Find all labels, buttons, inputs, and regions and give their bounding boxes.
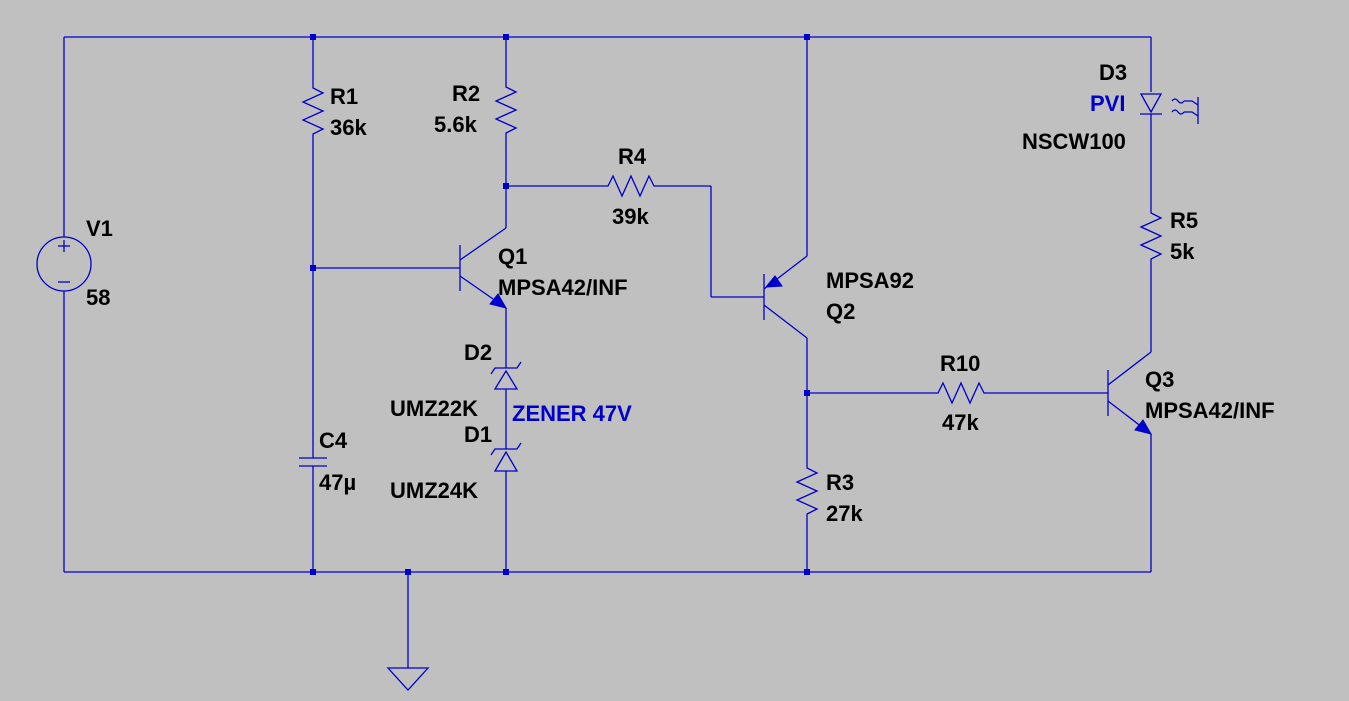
voltage-source-v1[interactable]: V1 58 — [36, 216, 113, 310]
npn-transistor-icon — [459, 227, 508, 309]
zener-diode-icon — [490, 361, 522, 390]
zener-diode-d1[interactable]: D1 UMZ24K — [390, 422, 522, 503]
r10-name-label: R10 — [940, 351, 980, 376]
r10-value-label: 47k — [942, 410, 979, 435]
resistor-r3[interactable]: R3 27k — [795, 462, 863, 528]
junction-node — [503, 34, 509, 40]
zener-annotation: ZENER 47V — [512, 401, 632, 426]
v1-value-label: 58 — [86, 285, 110, 310]
junction-node — [804, 569, 810, 575]
c4-name-label: C4 — [319, 428, 348, 453]
junction-node — [405, 569, 411, 575]
resistor-icon — [301, 83, 325, 140]
r4-name-label: R4 — [618, 144, 647, 169]
d3-instance-label: PVI — [1090, 91, 1125, 116]
r1-value-label: 36k — [330, 115, 367, 140]
resistor-icon — [1139, 208, 1163, 268]
r2-name-label: R2 — [452, 81, 480, 106]
resistor-icon — [928, 381, 1000, 405]
wires — [63, 36, 1152, 668]
pnp-transistor-icon — [763, 255, 808, 339]
d3-value-label: NSCW100 — [1022, 129, 1126, 154]
d1-name-label: D1 — [464, 422, 492, 447]
junction-node — [310, 569, 316, 575]
r1-name-label: R1 — [330, 84, 358, 109]
zener-diode-icon — [490, 442, 522, 472]
junction-node — [310, 265, 316, 271]
v1-name-label: V1 — [86, 216, 113, 241]
q2-name-label: Q2 — [826, 299, 855, 324]
resistor-r5[interactable]: R5 5k — [1139, 208, 1198, 268]
transistor-q1[interactable]: Q1 MPSA42/INF — [459, 227, 628, 309]
d1-value-label: UMZ24K — [390, 478, 478, 503]
resistor-r10[interactable]: R10 47k — [928, 351, 1000, 435]
r4-value-label: 39k — [612, 204, 649, 229]
resistor-r2[interactable]: R2 5.6k — [434, 81, 518, 139]
transistor-q3[interactable]: Q3 MPSA42/INF — [1107, 351, 1275, 435]
d2-value-label: UMZ22K — [390, 396, 478, 421]
d3-name-label: D3 — [1099, 60, 1127, 85]
resistor-icon — [494, 82, 518, 139]
npn-transistor-icon — [1107, 351, 1153, 435]
r3-value-label: 27k — [826, 501, 863, 526]
resistor-icon — [602, 174, 662, 198]
led-d3[interactable]: D3 PVI NSCW100 — [1022, 60, 1199, 154]
r5-name-label: R5 — [1170, 208, 1198, 233]
capacitor-c4[interactable]: C4 47µ — [299, 428, 356, 495]
junction-nodes — [310, 34, 810, 575]
junction-node — [503, 569, 509, 575]
q3-value-label: MPSA42/INF — [1145, 398, 1275, 423]
ground-icon — [386, 667, 430, 691]
q3-name-label: Q3 — [1145, 367, 1174, 392]
led-icon — [1139, 93, 1199, 124]
junction-node — [804, 34, 810, 40]
junction-node — [310, 34, 316, 40]
resistor-r1[interactable]: R1 36k — [301, 83, 367, 140]
junction-node — [804, 390, 810, 396]
resistor-r4[interactable]: R4 39k — [602, 144, 662, 229]
ground-symbol[interactable] — [386, 667, 430, 691]
r5-value-label: 5k — [1170, 239, 1195, 264]
c4-value-label: 47µ — [319, 470, 356, 495]
junction-node — [503, 183, 509, 189]
q2-value-label: MPSA92 — [826, 268, 914, 293]
q1-name-label: Q1 — [498, 244, 527, 269]
resistor-icon — [795, 462, 819, 528]
transistor-q2[interactable]: MPSA92 Q2 — [763, 255, 914, 339]
r3-name-label: R3 — [826, 470, 854, 495]
capacitor-icon — [299, 457, 327, 467]
zener-diode-d2[interactable]: D2 UMZ22K — [390, 340, 522, 421]
voltage-source-icon — [36, 236, 92, 292]
q1-value-label: MPSA42/INF — [498, 275, 628, 300]
r2-value-label: 5.6k — [434, 112, 478, 137]
d2-name-label: D2 — [464, 340, 492, 365]
